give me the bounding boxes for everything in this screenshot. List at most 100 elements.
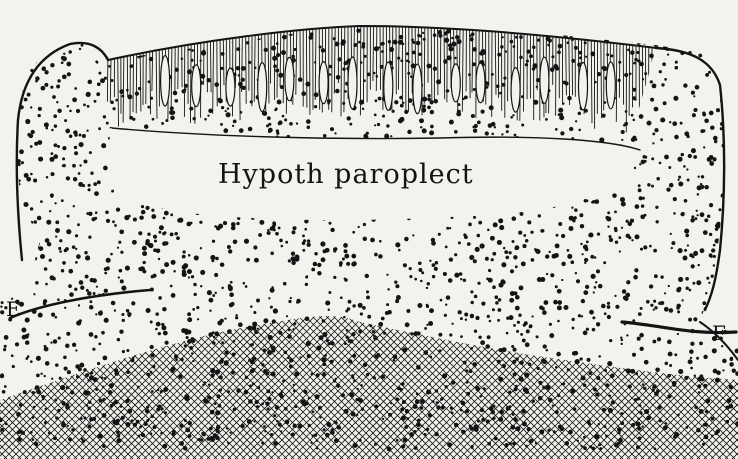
tissue-dot bbox=[735, 349, 738, 354]
tissue-dot bbox=[702, 129, 705, 132]
tissue-dot bbox=[141, 210, 146, 215]
tissue-dot bbox=[398, 249, 401, 252]
tissue-dot bbox=[394, 100, 398, 104]
tissue-dot bbox=[718, 42, 721, 45]
tissue-dot bbox=[173, 30, 177, 34]
tissue-dot bbox=[68, 50, 71, 53]
tissue-dot bbox=[615, 305, 619, 309]
tissue-dot bbox=[308, 35, 312, 39]
tissue-dot bbox=[103, 115, 106, 118]
tissue-dot bbox=[155, 312, 159, 316]
tissue-dot bbox=[654, 128, 658, 132]
tissue-dot bbox=[159, 225, 164, 230]
tissue-dot bbox=[715, 224, 718, 227]
tissue-dot bbox=[248, 127, 253, 132]
tissue-dot bbox=[68, 269, 73, 274]
tissue-dot bbox=[635, 234, 640, 239]
tissue-dot bbox=[164, 262, 169, 267]
tissue-dot bbox=[325, 248, 330, 253]
tissue-dot bbox=[614, 211, 617, 214]
tissue-dot bbox=[620, 197, 625, 202]
tissue-dot bbox=[553, 300, 558, 305]
epithelium-ridge bbox=[133, 43, 134, 112]
tissue-dot bbox=[403, 263, 407, 267]
tissue-dot bbox=[192, 117, 195, 120]
tissue-dot bbox=[228, 249, 232, 253]
tissue-dot bbox=[302, 241, 306, 245]
tissue-dot bbox=[515, 295, 520, 300]
tissue-dot bbox=[472, 126, 475, 129]
tissue-dot bbox=[487, 335, 491, 339]
tissue-dot bbox=[214, 292, 216, 294]
tissue-dot bbox=[432, 263, 436, 267]
tissue-dot bbox=[458, 241, 461, 244]
epithelium-ridge bbox=[495, 30, 496, 95]
tissue-dot bbox=[62, 261, 66, 265]
tissue-dot bbox=[100, 310, 103, 313]
tissue-dot bbox=[692, 282, 695, 285]
tissue-dot bbox=[275, 232, 279, 236]
epithelium-ridge bbox=[444, 27, 445, 99]
tissue-dot bbox=[444, 314, 447, 317]
tissue-dot bbox=[6, 278, 9, 281]
tissue-dot bbox=[2, 36, 5, 39]
tissue-dot bbox=[33, 178, 37, 182]
tissue-dot bbox=[10, 37, 15, 42]
tissue-dot bbox=[727, 271, 732, 276]
epithelium-ridge bbox=[629, 44, 630, 116]
tissue-dot bbox=[257, 36, 261, 40]
tissue-dot bbox=[96, 61, 98, 63]
tissue-dot bbox=[191, 275, 194, 278]
tissue-dot bbox=[273, 223, 277, 227]
tissue-dot bbox=[558, 108, 563, 113]
tissue-dot bbox=[117, 432, 119, 434]
tissue-dot bbox=[105, 211, 109, 215]
tissue-dot bbox=[40, 200, 43, 203]
tissue-dot bbox=[693, 95, 695, 97]
tissue-dot bbox=[569, 127, 573, 131]
tissue-dot bbox=[351, 254, 356, 259]
tissue-dot bbox=[44, 83, 48, 87]
tissue-dot bbox=[1, 125, 5, 129]
tissue-dot bbox=[246, 258, 250, 262]
tissue-dot bbox=[199, 221, 202, 224]
tissue-dot bbox=[67, 215, 70, 218]
tissue-dot bbox=[207, 114, 209, 116]
tissue-dot bbox=[49, 259, 52, 262]
tissue-dot bbox=[594, 256, 597, 259]
tissue-dot bbox=[236, 222, 239, 225]
tissue-dot bbox=[325, 300, 330, 305]
tissue-dot bbox=[18, 183, 20, 185]
tissue-dot bbox=[41, 86, 46, 91]
tissue-dot bbox=[93, 182, 97, 186]
tissue-dot bbox=[485, 131, 489, 135]
tissue-dot bbox=[561, 234, 565, 238]
tissue-dot bbox=[245, 285, 248, 288]
tissue-dot bbox=[63, 53, 65, 55]
tissue-dot bbox=[446, 89, 450, 93]
tissue-dot bbox=[30, 106, 32, 108]
tissue-dot bbox=[673, 96, 678, 101]
tissue-dot bbox=[38, 313, 43, 318]
tissue-dot bbox=[594, 286, 597, 289]
tissue-dot bbox=[12, 46, 16, 50]
tissue-dot bbox=[706, 277, 709, 280]
tissue-dot bbox=[510, 291, 515, 296]
tissue-dot bbox=[660, 275, 663, 278]
tissue-dot bbox=[211, 259, 214, 262]
tissue-dot bbox=[598, 284, 603, 289]
tissue-dot bbox=[730, 265, 735, 270]
tissue-dot bbox=[515, 247, 519, 251]
tissue-dot bbox=[27, 93, 31, 97]
tissue-dot bbox=[270, 252, 274, 256]
cell-nucleus bbox=[476, 63, 485, 103]
tissue-dot bbox=[328, 291, 331, 294]
tissue-dot bbox=[492, 308, 495, 311]
tissue-dot bbox=[643, 245, 647, 249]
tissue-dot bbox=[618, 32, 622, 36]
tissue-dot bbox=[637, 41, 641, 45]
tissue-dot bbox=[650, 98, 654, 102]
tissue-dot bbox=[690, 39, 693, 42]
tissue-dot bbox=[197, 318, 199, 320]
tissue-dot bbox=[639, 62, 644, 67]
